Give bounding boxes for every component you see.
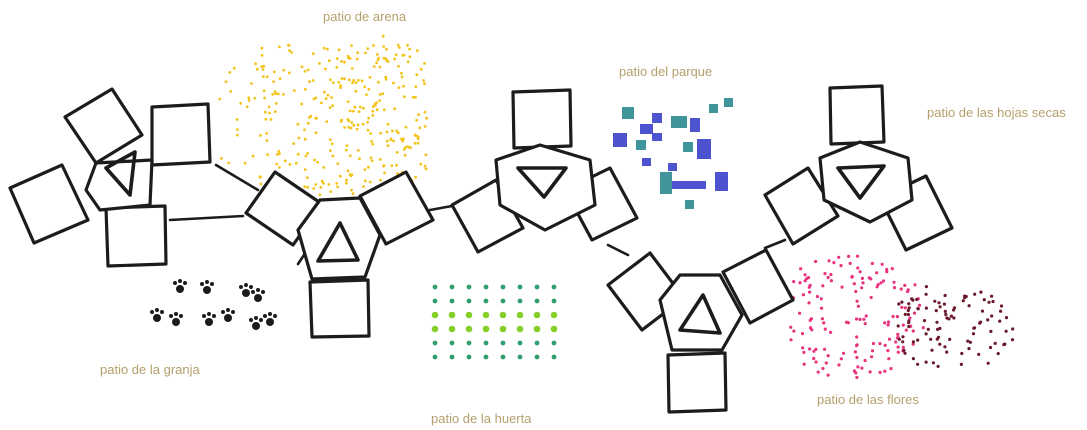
cluster-huerta: [606, 248, 795, 414]
label-patio-arena: patio de arena: [323, 9, 407, 24]
park-patio-texture: [613, 98, 733, 209]
vegetable-garden-texture: [431, 284, 558, 360]
label-patio-granja: patio de la granja: [100, 362, 200, 377]
sand-patio-texture: [204, 34, 428, 197]
label-patio-hojas-secas: patio de las hojas secas: [927, 105, 1066, 120]
cluster-center: [450, 88, 639, 254]
label-patio-parque: patio del parque: [619, 64, 713, 79]
cluster-arena: [244, 170, 435, 339]
cluster-left: [8, 87, 212, 268]
label-patio-flores: patio de las flores: [817, 392, 919, 407]
flower-patio-texture: [789, 254, 1015, 379]
cluster-right: [763, 84, 954, 252]
label-patio-huerta: patio de la huerta: [431, 411, 532, 426]
farm-animal-footprints-icon: [150, 279, 277, 330]
